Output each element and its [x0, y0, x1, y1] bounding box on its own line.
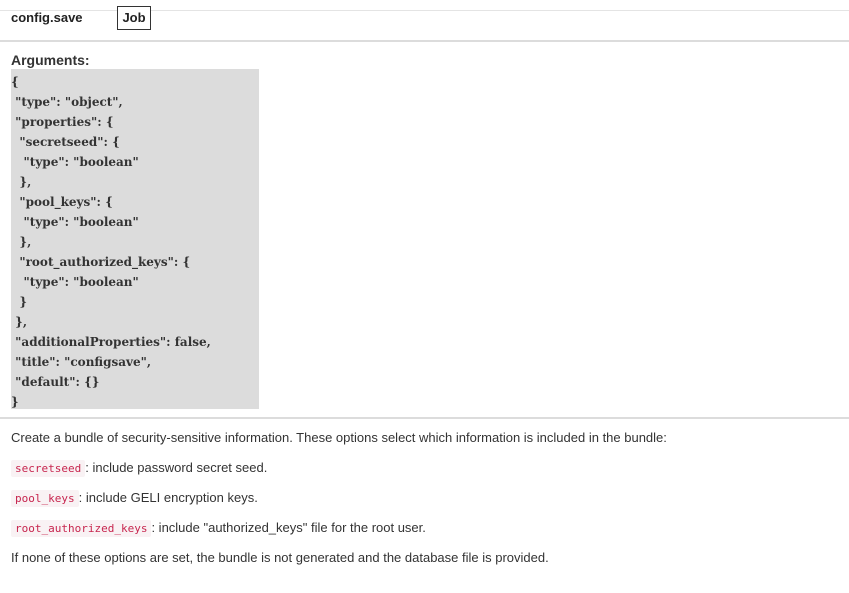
- option-text: : include password secret seed.: [85, 460, 268, 475]
- option-code: root_authorized_keys: [11, 520, 152, 537]
- code-line: "root_authorized_keys": {: [19, 255, 191, 269]
- option-root-authorized-keys: root_authorized_keys: include "authorize…: [11, 520, 426, 537]
- code-line: "type": "boolean": [23, 275, 139, 289]
- code-line: }: [19, 295, 28, 309]
- code-line: }: [11, 395, 19, 409]
- arguments-label: Arguments:: [11, 52, 90, 68]
- section-divider: [0, 417, 849, 419]
- option-text: : include "authorized_keys" file for the…: [151, 520, 426, 535]
- code-line: "properties": {: [15, 115, 114, 129]
- code-line: "type": "boolean": [23, 155, 139, 169]
- code-line: "type": "object",: [15, 95, 123, 109]
- code-line: "pool_keys": {: [19, 195, 113, 209]
- code-line: "title": "configsave",: [15, 355, 152, 369]
- code-line: },: [15, 315, 28, 329]
- code-line: "default": {}: [15, 375, 100, 389]
- top-divider: [0, 10, 849, 11]
- description-outro: If none of these options are set, the bu…: [11, 550, 549, 565]
- code-line: },: [19, 235, 32, 249]
- option-code: pool_keys: [11, 490, 79, 507]
- option-secretseed: secretseed: include password secret seed…: [11, 460, 268, 477]
- job-badge: Job: [117, 6, 151, 30]
- code-line: {: [11, 75, 19, 89]
- option-pool-keys: pool_keys: include GELI encryption keys.: [11, 490, 258, 507]
- code-line: "secretseed": {: [19, 135, 120, 149]
- option-text: : include GELI encryption keys.: [78, 490, 258, 505]
- option-code: secretseed: [11, 460, 86, 477]
- code-line: },: [19, 175, 32, 189]
- method-header: config.save Job: [0, 0, 849, 40]
- arguments-schema-code: { "type": "object", "properties": { "sec…: [11, 69, 259, 409]
- method-name: config.save: [11, 10, 83, 25]
- code-line: "type": "boolean": [23, 215, 139, 229]
- description-intro: Create a bundle of security-sensitive in…: [11, 430, 667, 445]
- code-line: "additionalProperties": false,: [15, 335, 211, 349]
- section-divider: [0, 40, 849, 42]
